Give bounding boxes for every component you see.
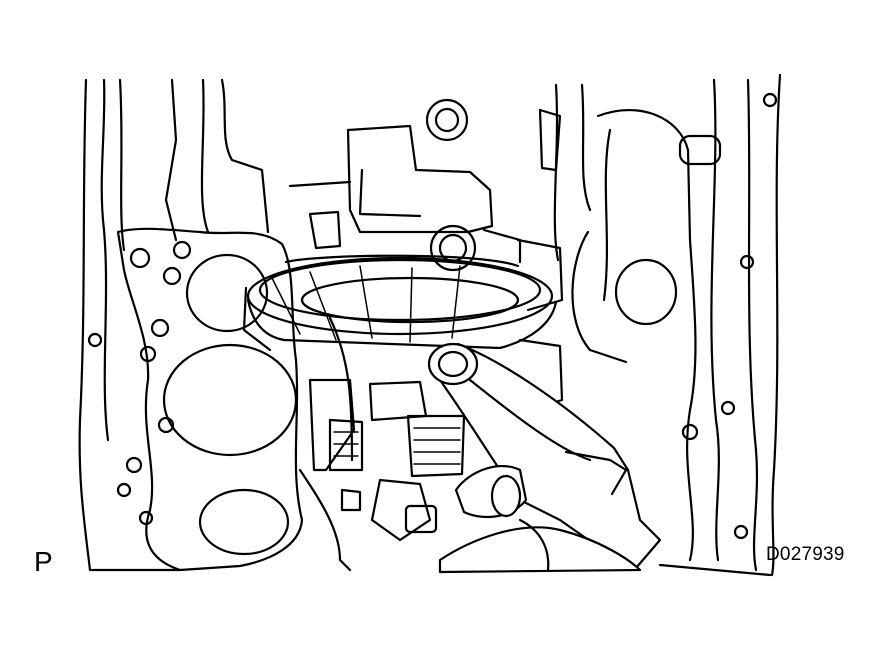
valve-body-upper <box>288 98 522 272</box>
view-label: P <box>34 546 53 577</box>
bottom-break-lines <box>90 563 772 577</box>
case-right-side <box>516 92 778 562</box>
valve-body-lower <box>298 338 564 572</box>
gasket-face-left <box>87 227 304 572</box>
air-gun-and-hand <box>427 342 662 574</box>
figure-code: D027939 <box>766 544 845 565</box>
piston-ring-assembly <box>242 254 558 462</box>
case-outline <box>78 73 782 577</box>
